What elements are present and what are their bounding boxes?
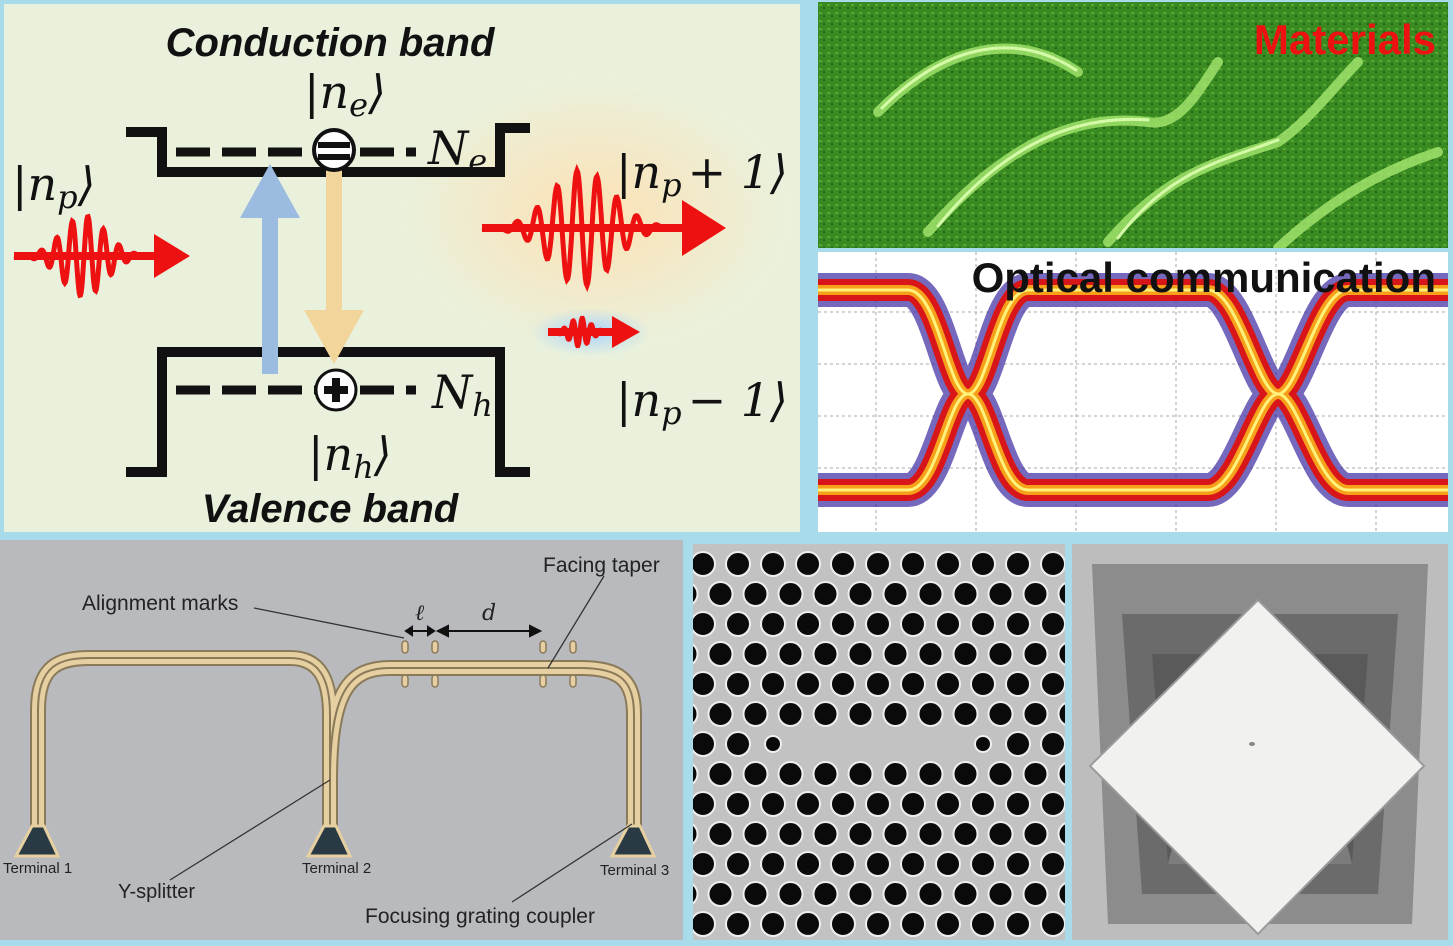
materials-image: Materials — [818, 2, 1448, 248]
ne-ket-sub: e — [349, 86, 368, 124]
incident-photon-pulse — [13, 213, 190, 299]
svg-text:|np− 1⟩: |np− 1⟩ — [616, 373, 788, 432]
absorbed-photon-pulse — [547, 315, 640, 349]
svg-text:Nh: Nh — [431, 365, 493, 424]
svg-text:|nh⟩: |nh⟩ — [308, 427, 392, 486]
grating-coupler-icons — [13, 824, 657, 858]
np-plus-ket: + 1⟩ — [688, 145, 788, 199]
np-in-sub: p — [57, 178, 77, 216]
photonic-crystal-image — [693, 544, 1065, 940]
membrane-image — [1072, 544, 1448, 940]
hole-icon — [314, 368, 358, 412]
conduction-band-label: Conduction band — [166, 21, 496, 65]
svg-text:|np+ 1⟩: |np+ 1⟩ — [616, 145, 788, 204]
eye-diagram: Optical communication — [818, 252, 1448, 532]
membrane-panel — [1072, 544, 1448, 940]
terminal-3-label: Terminal 3 — [600, 862, 669, 879]
nh-population-sub: h — [472, 386, 493, 424]
stimulated-photon-pulse — [481, 163, 726, 293]
band-diagram-panel: Conduction band Valence band — [4, 4, 800, 532]
ell-label: ℓ — [415, 601, 425, 626]
terminal-1-label: Terminal 1 — [3, 860, 72, 877]
valence-band-label: Valence band — [202, 487, 460, 531]
leader-lines — [169, 575, 633, 903]
d-label: d — [482, 601, 496, 626]
np-in-close: ⟩ — [77, 157, 96, 211]
np-minus-ket: − 1⟩ — [688, 373, 788, 427]
optical-communication-panel: Optical communication — [818, 252, 1448, 532]
grating-coupler-label: Focusing grating coupler — [365, 905, 595, 928]
nh-ket: |n — [308, 427, 353, 481]
y-splitter-label: Y-splitter — [118, 881, 195, 903]
photonic-crystal-panel — [693, 544, 1065, 940]
optical-communication-label: Optical communication — [972, 254, 1436, 301]
np-minus-sub: p — [661, 394, 681, 432]
svg-text:|ne⟩: |ne⟩ — [304, 65, 386, 124]
waveguide-network — [30, 650, 642, 838]
photonic-circuit-panel: Facing taper Alignment marks ℓ d Termina… — [0, 540, 683, 940]
np-minus-open: |n — [616, 373, 661, 427]
materials-panel: Materials — [818, 2, 1448, 248]
np-plus-sub: p — [661, 166, 681, 204]
ne-population-sub: e — [468, 142, 487, 180]
absorption-arrow — [240, 164, 300, 374]
emission-arrow — [304, 170, 364, 364]
terminal-2-label: Terminal 2 — [302, 860, 371, 877]
nh-ket-sub: h — [353, 448, 374, 486]
ne-ket: |n — [304, 65, 349, 119]
electron-icon — [312, 128, 356, 172]
dimension-arrows — [404, 624, 543, 638]
alignment-marks-label: Alignment marks — [82, 592, 238, 615]
photonic-circuit-image: Facing taper Alignment marks ℓ d Termina… — [0, 540, 683, 940]
alignment-mark-icons — [401, 640, 577, 688]
svg-text:Ne: Ne — [427, 121, 487, 180]
crystal-hole-lattice — [693, 551, 1065, 937]
np-plus-open: |n — [616, 145, 661, 199]
svg-text:|np⟩: |np⟩ — [12, 157, 96, 216]
facing-taper-label: Facing taper — [543, 554, 660, 577]
materials-label: Materials — [1254, 16, 1436, 63]
ne-ket-close: ⟩ — [367, 65, 386, 119]
nh-ket-close: ⟩ — [373, 427, 392, 481]
band-diagram-svg: Conduction band Valence band — [12, 21, 794, 531]
np-in-ket: |n — [12, 157, 57, 211]
ne-population: N — [427, 121, 470, 175]
nh-population: N — [431, 365, 474, 419]
